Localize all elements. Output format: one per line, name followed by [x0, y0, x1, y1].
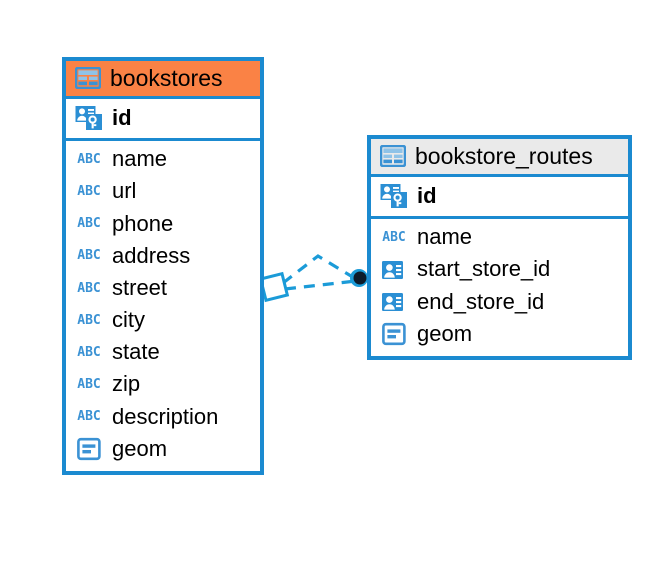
geometry-type-icon — [75, 437, 103, 461]
fields-section-bookstore-routes: ABC name start_store_id — [371, 219, 628, 356]
text-type-icon: ABC — [77, 312, 101, 328]
table-icon — [75, 67, 101, 90]
open-diamond-endpoint — [258, 271, 290, 303]
field-row-street[interactable]: ABC street — [66, 272, 260, 304]
text-type-icon: ABC — [77, 248, 101, 264]
field-label-state: state — [112, 339, 160, 365]
text-type-icon: ABC — [77, 216, 101, 232]
text-type-icon: ABC — [77, 280, 101, 296]
field-row-zip[interactable]: ABC zip — [66, 368, 260, 400]
table-icon — [380, 145, 406, 168]
entity-header-bookstores: bookstores — [66, 61, 260, 97]
filled-circle-endpoint — [350, 269, 368, 287]
text-type-icon: ABC — [77, 409, 101, 425]
primary-key-section-bookstores: id — [66, 96, 260, 142]
field-label-url: url — [112, 178, 137, 204]
foreign-key-icon — [380, 290, 408, 314]
foreign-key-icon — [380, 258, 408, 282]
field-row-id[interactable]: id — [66, 99, 260, 138]
field-label-zip: zip — [112, 371, 141, 397]
text-type-icon: ABC — [77, 344, 101, 360]
field-label-phone: phone — [112, 210, 174, 236]
text-type-icon: ABC — [77, 376, 101, 392]
field-row-url[interactable]: ABC url — [66, 175, 260, 207]
field-label-address: address — [112, 242, 191, 268]
field-row-geom[interactable]: geom — [371, 318, 628, 350]
entity-title-bookstore-routes: bookstore_routes — [415, 143, 593, 169]
field-row-start-store-id[interactable]: start_store_id — [371, 253, 628, 285]
primary-key-icon — [75, 105, 103, 131]
field-label-street: street — [112, 274, 168, 300]
entity-header-bookstore-routes: bookstore_routes — [371, 139, 628, 175]
entity-table-bookstore-routes[interactable]: bookstore_routes — [367, 135, 632, 360]
field-row-description[interactable]: ABC description — [66, 401, 260, 433]
field-row-address[interactable]: ABC address — [66, 240, 260, 272]
field-row-id[interactable]: id — [371, 177, 628, 216]
field-row-name[interactable]: ABC name — [66, 143, 260, 175]
entity-table-bookstores[interactable]: bookstores — [62, 57, 264, 475]
field-row-state[interactable]: ABC state — [66, 336, 260, 368]
field-label-end-store-id: end_store_id — [417, 288, 545, 314]
field-row-phone[interactable]: ABC phone — [66, 208, 260, 240]
field-label-name: name — [417, 224, 473, 250]
field-row-city[interactable]: ABC city — [66, 304, 260, 336]
field-label-id: id — [417, 183, 437, 209]
geometry-type-icon — [380, 322, 408, 346]
fields-section-bookstores: ABC name ABC url ABC phone ABC address A… — [66, 141, 260, 471]
field-label-id: id — [112, 105, 132, 131]
field-label-geom: geom — [112, 435, 168, 461]
field-label-city: city — [112, 307, 145, 333]
field-row-end-store-id[interactable]: end_store_id — [371, 286, 628, 318]
primary-key-section-bookstore-routes: id — [371, 174, 628, 220]
field-label-geom: geom — [417, 320, 473, 346]
field-label-start-store-id: start_store_id — [417, 256, 551, 282]
primary-key-icon — [380, 183, 408, 209]
text-type-icon: ABC — [382, 229, 406, 245]
relationship-line-upper — [282, 254, 357, 285]
entity-title-bookstores: bookstores — [110, 65, 223, 91]
field-label-description: description — [112, 403, 219, 429]
field-row-name[interactable]: ABC name — [371, 221, 628, 253]
relationship-line-lower — [284, 279, 357, 291]
field-label-name: name — [112, 146, 168, 172]
text-type-icon: ABC — [77, 151, 101, 167]
text-type-icon: ABC — [77, 184, 101, 200]
field-row-geom[interactable]: geom — [66, 433, 260, 465]
